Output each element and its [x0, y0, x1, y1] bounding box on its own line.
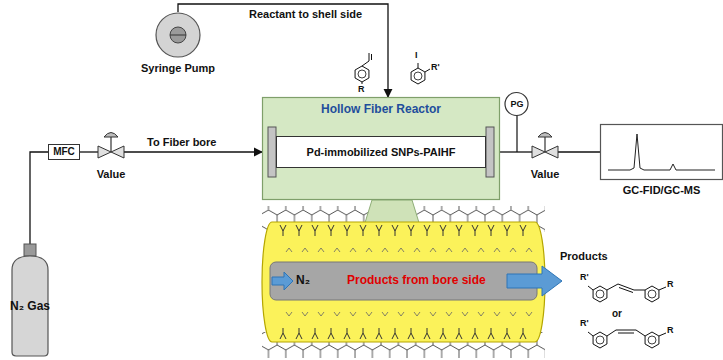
- gc-instrument-outline: [600, 124, 723, 180]
- connector: [500, 151, 532, 152]
- valve-outline: [98, 140, 124, 164]
- connector: [558, 151, 600, 152]
- gc-instrument: GC-FID/GC-MS: [600, 124, 723, 180]
- node-text: Syringe Pump: [141, 62, 215, 75]
- pressure-gauge: PG: [505, 94, 528, 114]
- valve: Value: [98, 140, 124, 164]
- connector: [30, 152, 48, 244]
- syringe-pump-outline: [155, 12, 201, 58]
- valve: Value: [532, 140, 558, 164]
- node-text: N₂: [296, 274, 310, 288]
- products-label: Products: [560, 250, 608, 263]
- node-text: MFC: [53, 146, 75, 158]
- atom-label: I: [415, 50, 418, 60]
- node-text: Pd-immobilized SNPs-PAIHF: [307, 146, 456, 159]
- node-text: N₂ Gas: [10, 300, 50, 314]
- stilbene-structure: [588, 330, 666, 348]
- aryl-iodide-structure: [411, 63, 430, 84]
- atom-label: R': [431, 62, 440, 72]
- connector: [80, 151, 98, 152]
- mfc-box: MFC: [48, 144, 80, 160]
- edge-label: To Fiber bore: [146, 136, 217, 149]
- gas-cylinder: N₂ Gas: [8, 244, 52, 356]
- fiber-closeup: N₂ Products from bore side: [262, 222, 545, 342]
- stilbene-structure: [588, 284, 666, 302]
- node-text: Value: [97, 168, 126, 181]
- node-text: GC-FID/GC-MS: [623, 184, 701, 197]
- connector: [124, 151, 262, 152]
- styrene-structure: [355, 53, 371, 84]
- reactor-box: Hollow Fiber ReactorPd-immobilized SNPs-…: [262, 97, 500, 200]
- conjunction-label: or: [612, 308, 622, 320]
- node-text: Hollow Fiber Reactor: [321, 103, 441, 117]
- fiber-tube: Pd-immobilized SNPs-PAIHF: [276, 136, 486, 168]
- node-text: Products from bore side: [347, 274, 486, 288]
- node-text: PG: [510, 99, 523, 109]
- atom-label: R: [358, 84, 365, 94]
- atom-label: R': [580, 318, 589, 328]
- atom-label: R: [667, 325, 674, 335]
- node-text: Value: [531, 168, 560, 181]
- atom-label: R: [667, 279, 674, 289]
- atom-label: R': [580, 272, 589, 282]
- connector: [178, 4, 388, 97]
- syringe-pump: Syringe Pump: [155, 12, 201, 58]
- edge-label: Reactant to shell side: [248, 8, 363, 21]
- valve-outline: [532, 140, 558, 164]
- gauge-stub: [516, 114, 517, 152]
